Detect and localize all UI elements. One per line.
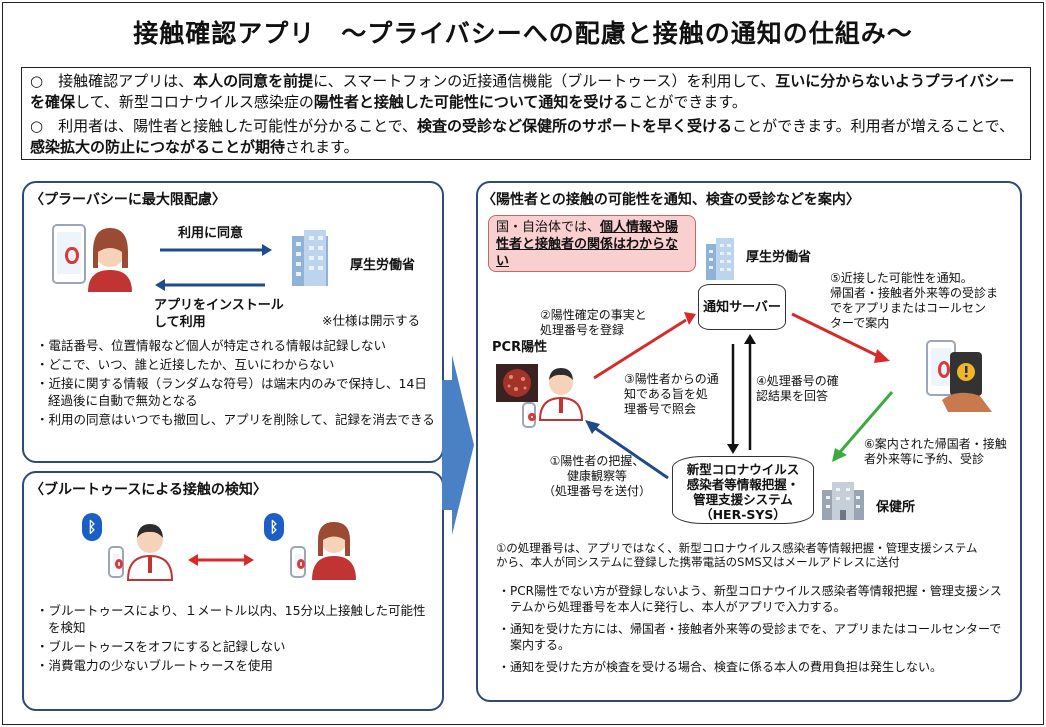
intro-1-bold-a: 本人の同意を前提 bbox=[193, 72, 314, 90]
intro-2-bold-b: 感染拡大の防止につながることが期待 bbox=[30, 138, 286, 156]
page-title: 接触確認アプリ ～プライバシーへの配慮と接触の通知の仕組み～ bbox=[133, 19, 913, 48]
step-4-label: ④処理番号の確認結果を回答 bbox=[756, 374, 839, 403]
bluetooth-panel-title: 〈ブルートゥースによる接触の検知〉 bbox=[30, 482, 267, 498]
privacy-panel-title: 〈プラーバシーに最大限配慮〉 bbox=[30, 192, 226, 208]
privacy-bullet: ・どこで、いつ、誰と近接したか、互いにわからない bbox=[36, 357, 335, 372]
warning-text: 国・自治体では、 bbox=[496, 220, 601, 235]
intro-1-text-d: ことができます。 bbox=[628, 93, 747, 111]
flow-arrow-body bbox=[442, 380, 454, 510]
notify-bullet: ・通知を受けた方が検査を受ける場合、検査に係る本人の費用負担は発生しない。 bbox=[498, 660, 943, 674]
intro-paragraph-1: ○ 接触確認アプリは、本人の同意を前提に、スマートフォンの近接通信機能（ブルート… bbox=[30, 71, 1022, 113]
privacy-bullet: ・電話番号、位置情報など個人が特定される情報は記録しない bbox=[36, 338, 387, 353]
intro-1-text-c: して、新型コロナウイルス感染症の bbox=[75, 93, 314, 111]
intro-paragraph-2: ○ 利用者は、陽性者と接触した可能性が分かることで、検査の受診など保健所のサポー… bbox=[30, 116, 1022, 158]
notification-server: 通知サーバー bbox=[698, 284, 786, 330]
step-6-label: ⑥案内された帰国者・接触者外来等に予約、受診 bbox=[864, 437, 1007, 466]
bluetooth-panel bbox=[22, 471, 444, 711]
bluetooth-bullets: ・ブルートゥースにより、１メートル以内、15分以上接触した可能性を検知 ・ブルー… bbox=[36, 602, 436, 676]
step-1-label: ①陽性者の把握、健康観察等（処理番号を送付） bbox=[542, 454, 651, 498]
flow-arrow-icon bbox=[452, 355, 474, 535]
intro-1-text-a: ○ 接触確認アプリは、 bbox=[30, 72, 194, 90]
install-label: アプリをインストールして利用 bbox=[154, 298, 284, 330]
hersys-system: 新型コロナウイルス感染者等情報把握・管理支援システム（HER-SYS） bbox=[672, 456, 814, 524]
mhlw-label: 厚生労働省 bbox=[350, 258, 416, 273]
step-3-label: ③陽性者からの通知である旨を処理番号で照会 bbox=[624, 372, 719, 416]
intro-1-bold-c: 陽性者と接触した可能性について通知を受ける bbox=[313, 93, 629, 111]
intro-2-text-c: されます。 bbox=[285, 138, 359, 156]
step-5-label: ⑤近接した可能性を通知。帰国者・接触者外来等の受診までをアプリまたはコールセンタ… bbox=[830, 271, 999, 330]
intro-1-text-b: に、スマートフォンの近接通信機能（ブルートゥース）を利用して、 bbox=[313, 72, 776, 90]
phone-icon bbox=[52, 224, 86, 284]
intro-2-bold-a: 検査の受診など保健所のサポートを早く受ける bbox=[417, 117, 733, 135]
privacy-bullet: ・近接に関する情報（ランダムな符号）は端末内のみで保持し、14日経過後に自動で無… bbox=[36, 376, 427, 408]
bluetooth-bullet: ・消費電力の少ないブルートゥースを使用 bbox=[36, 658, 273, 673]
notify-mhlw-label: 厚生労働省 bbox=[746, 250, 812, 265]
notify-panel-title: 〈陽性者との接触の可能性を通知、検査の受診などを案内〉 bbox=[482, 192, 860, 208]
pcr-positive-label: PCR陽性 bbox=[492, 340, 548, 355]
intro-2-text-a: ○ 利用者は、陽性者と接触した可能性が分かることで、 bbox=[30, 117, 418, 135]
intro-1-bold-b: 互いに分からないようプライバシーを確保 bbox=[30, 72, 1015, 111]
intro-2-text-b: ことができます。利用者が増えることで、 bbox=[732, 117, 1015, 135]
bluetooth-bullet: ・ブルートゥースをオフにすると記録しない bbox=[36, 639, 286, 654]
phone-icon bbox=[522, 402, 536, 428]
notify-bullet: ・PCR陽性でない方が登録しないよう、新型コロナウイルス感染者等情報把握・管理支… bbox=[498, 584, 1002, 614]
processing-number-note: ①の処理番号は、アプリではなく、新型コロナウイルス感染者等情報把握・管理支援シス… bbox=[496, 541, 978, 569]
spec-note: ※仕様は開示する bbox=[322, 313, 420, 328]
phone-icon bbox=[108, 546, 124, 578]
bluetooth-icon: ᛒ bbox=[264, 513, 284, 541]
bluetooth-bullet: ・ブルートゥースにより、１メートル以内、15分以上接触した可能性を検知 bbox=[36, 603, 426, 635]
health-center-label: 保健所 bbox=[876, 500, 916, 515]
notify-bullet: ・通知を受けた方には、帰国者・接触者外来等の受診までを、アプリまたはコールセンタ… bbox=[498, 622, 1002, 652]
bluetooth-icon: ᛒ bbox=[82, 513, 102, 541]
step-2-label: ②陽性確定の事実と処理番号を登録 bbox=[540, 308, 647, 337]
notification-phone-icon bbox=[926, 340, 956, 396]
intro-box: ○ 接触確認アプリは、本人の同意を前提に、スマートフォンの近接通信機能（ブルート… bbox=[21, 67, 1031, 160]
consent-label: 利用に同意 bbox=[178, 226, 244, 241]
privacy-bullets: ・電話番号、位置情報など個人が特定される情報は記録しない ・どこで、いつ、誰と近… bbox=[36, 337, 436, 430]
privacy-panel bbox=[22, 181, 444, 463]
notify-bullets: ・PCR陽性でない方が登録しないよう、新型コロナウイルス感染者等情報把握・管理支… bbox=[498, 583, 1010, 677]
privacy-warning-box: 国・自治体では、個人情報や陽性者と接触者の関係はわからない bbox=[488, 215, 696, 272]
phone-icon bbox=[290, 546, 306, 578]
privacy-bullet: ・利用の同意はいつでも撤回し、アプリを削除して、記録を消去できる bbox=[36, 412, 435, 427]
warning-highlight: 個人情報や陽性者と接触者の関係はわからない bbox=[496, 220, 679, 269]
